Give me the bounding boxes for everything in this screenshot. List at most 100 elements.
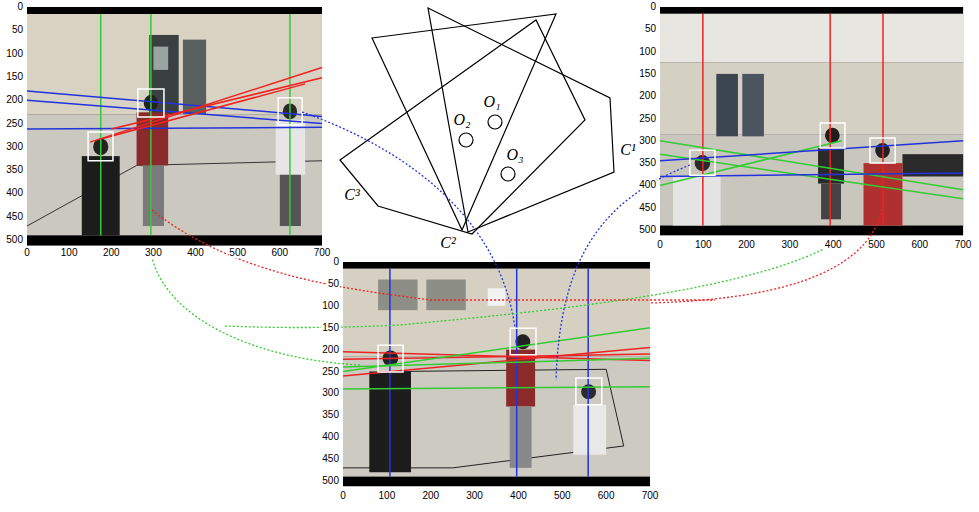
- person-legs: [821, 184, 841, 220]
- image-frame: [660, 7, 963, 235]
- axis-tick: 100: [378, 491, 397, 501]
- axis-tick: 200: [421, 491, 440, 501]
- axis-tick: 250: [321, 367, 340, 377]
- epipolar-line: [27, 127, 322, 129]
- head-box: [576, 378, 602, 405]
- door: [183, 40, 206, 115]
- axis-tick: 350: [321, 410, 340, 420]
- axis-tick: 250: [638, 114, 657, 124]
- axis-tick: 600: [270, 248, 289, 258]
- epipolar-line: [660, 141, 963, 190]
- axis-tick: 300: [638, 136, 657, 146]
- axis-tick: 700: [641, 491, 660, 501]
- axis-tick: 200: [638, 91, 657, 101]
- floor: [27, 114, 322, 235]
- epipolar-line: [343, 358, 650, 367]
- image-frame: [27, 7, 322, 246]
- symbol-label: C²: [439, 235, 456, 251]
- axis-tick: 400: [824, 240, 843, 250]
- object-circle: [459, 133, 473, 147]
- axis-tick: 200: [321, 345, 340, 355]
- axis-tick: 300: [144, 248, 163, 258]
- axis-tick: 500: [867, 240, 886, 250]
- floor: [660, 134, 963, 225]
- epipolar-line: [90, 68, 322, 143]
- camera-view: [343, 262, 650, 486]
- symbol-label: O₁: [482, 94, 501, 110]
- axis-tick: 400: [321, 432, 340, 442]
- field-of-view: [340, 20, 585, 234]
- correspondence-curve: [150, 248, 360, 365]
- symbol-label: O₂: [452, 112, 471, 128]
- axis-tick: 500: [321, 476, 340, 486]
- axis-tick: 500: [553, 491, 572, 501]
- axis-tick: 150: [5, 72, 24, 82]
- axis-tick: 50: [644, 24, 657, 34]
- correspondence-curve: [225, 240, 840, 328]
- correspondence-curves: [150, 112, 883, 380]
- axis-tick: 0: [649, 2, 657, 12]
- epipolar-line: [343, 387, 650, 389]
- axis-tick: 150: [321, 323, 340, 333]
- axis-tick: 0: [656, 240, 664, 250]
- floor: [343, 356, 650, 476]
- epipolar-line: [103, 84, 305, 139]
- vertical-line: [702, 14, 704, 226]
- window: [378, 280, 417, 311]
- camera-view: [27, 7, 322, 246]
- axis-tick: 100: [60, 248, 79, 258]
- correspondence-curve: [152, 210, 715, 300]
- axis-tick: 700: [954, 240, 973, 250]
- axis-tick: 400: [186, 248, 205, 258]
- axis-tick: 400: [638, 180, 657, 190]
- camera-view: [660, 7, 963, 235]
- vending-machine: [742, 74, 764, 136]
- head-box: [278, 98, 302, 125]
- field-of-view: [372, 14, 556, 230]
- head-box: [820, 123, 845, 148]
- axis-tick: 400: [5, 188, 24, 198]
- axis-tick: 0: [332, 257, 340, 267]
- object-circle: [501, 167, 515, 181]
- axis-tick: 0: [339, 491, 347, 501]
- axis-tick: 100: [5, 49, 24, 59]
- person-head: [825, 128, 840, 143]
- person-body: [673, 176, 721, 225]
- correspondence-curve: [556, 165, 690, 380]
- vertical-line: [829, 14, 831, 226]
- vertical-line: [516, 269, 518, 477]
- head-box: [378, 345, 403, 372]
- notice: [488, 288, 506, 306]
- axis-tick: 300: [465, 491, 484, 501]
- axis-tick: 50: [327, 279, 340, 289]
- axis-tick: 450: [5, 212, 24, 222]
- axis-tick: 100: [694, 240, 713, 250]
- object-circle: [488, 115, 502, 129]
- axis-tick: 200: [102, 248, 121, 258]
- camera-fov-schematic: [340, 8, 614, 234]
- wall: [343, 269, 650, 357]
- axis-tick: 400: [509, 491, 528, 501]
- head-box: [690, 150, 715, 175]
- axis-tick: 500: [5, 235, 24, 245]
- image-frame: [343, 262, 650, 486]
- person-legs: [143, 165, 164, 226]
- axis-tick: 300: [5, 142, 24, 152]
- epipolar-line: [343, 354, 650, 359]
- wall: [660, 63, 963, 134]
- head-box: [88, 132, 113, 161]
- axis-tick: 350: [638, 158, 657, 168]
- person-body: [137, 112, 169, 165]
- person-body: [573, 405, 606, 455]
- axis-tick: 50: [11, 25, 24, 35]
- epipolar-line: [111, 78, 322, 129]
- ceiling: [660, 14, 963, 63]
- symbol-label: O₃: [505, 147, 524, 163]
- axis-tick: 150: [638, 69, 657, 79]
- person-legs: [510, 407, 532, 468]
- head-box: [870, 138, 895, 163]
- head-box: [138, 89, 164, 117]
- axis-tick: 500: [228, 248, 247, 258]
- axis-tick: 600: [597, 491, 616, 501]
- correspondence-curve: [650, 205, 883, 303]
